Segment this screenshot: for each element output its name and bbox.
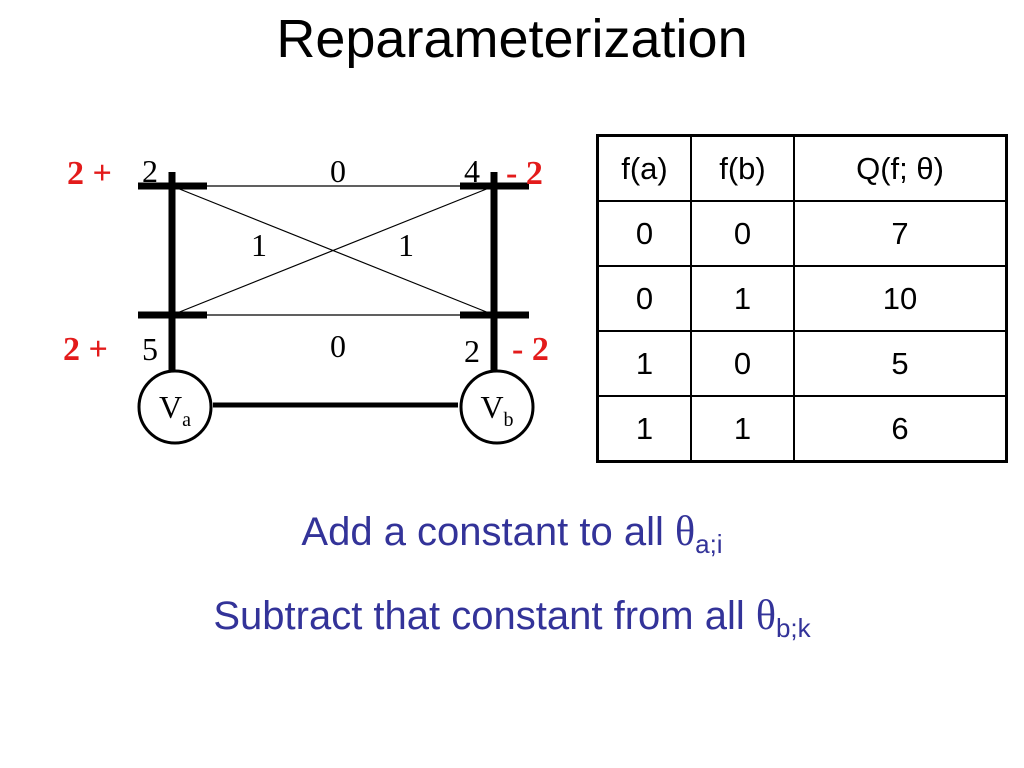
caption-add-constant: Add a constant to all θa;i — [0, 508, 1024, 560]
pairwise-cross-left: 1 — [251, 227, 267, 263]
table-cell: 1 — [596, 395, 692, 463]
theta-symbol: θ — [755, 593, 776, 639]
reparam-b-bottom: - 2 — [512, 331, 549, 368]
reparam-a-bottom: 2 + — [63, 331, 108, 368]
unary-b-top: 4 — [464, 153, 480, 189]
pairwise-cross-right: 1 — [398, 227, 414, 263]
table-cell: 5 — [793, 330, 1008, 397]
table-row: 1 0 5 — [596, 330, 1008, 397]
table-cell: 0 — [690, 200, 795, 267]
table-header-fb: f(b) — [690, 134, 795, 202]
pairwise-top: 0 — [330, 153, 346, 189]
reparam-b-top: - 2 — [506, 155, 543, 192]
theta-symbol: θ — [674, 509, 696, 555]
table-header-fa: f(a) — [596, 134, 692, 202]
caption-text: Add a constant to all — [301, 510, 675, 554]
table-cell: 1 — [690, 395, 795, 463]
table-cell: 0 — [690, 330, 795, 397]
energy-table: f(a) f(b) Q(f; θ) 0 0 7 0 1 10 1 0 5 1 1… — [596, 134, 1008, 463]
node-b-label: Vb — [480, 389, 513, 431]
table-cell: 1 — [596, 330, 692, 397]
unary-a-bottom: 5 — [142, 331, 158, 367]
slide-title: Reparameterization — [276, 9, 748, 69]
table-cell: 0 — [596, 265, 692, 332]
node-b-circle — [459, 369, 535, 445]
table-header-row: f(a) f(b) Q(f; θ) — [596, 134, 1008, 202]
table-header-q: Q(f; θ) — [793, 134, 1008, 202]
unary-b-bottom: 2 — [464, 333, 480, 369]
theta-subscript: a;i — [695, 529, 723, 559]
table-row: 1 1 6 — [596, 395, 1008, 463]
table-row: 0 0 7 — [596, 200, 1008, 267]
caption-text: Subtract that constant from all — [213, 594, 756, 638]
theta-subscript: b;k — [775, 613, 811, 643]
table-cell: 1 — [690, 265, 795, 332]
edge-cross-up — [171, 185, 495, 316]
unary-a-top: 2 — [142, 153, 158, 189]
table-cell: 0 — [596, 200, 692, 267]
reparam-a-top: 2 + — [67, 155, 112, 192]
caption-subtract-constant: Subtract that constant from all θb;k — [0, 592, 1024, 644]
table-cell: 7 — [793, 200, 1008, 267]
table-cell: 6 — [793, 395, 1008, 463]
pairwise-bottom: 0 — [330, 328, 346, 364]
node-a-circle — [137, 369, 213, 445]
node-a-label: Va — [159, 389, 191, 431]
table-cell: 10 — [793, 265, 1008, 332]
table-row: 0 1 10 — [596, 265, 1008, 332]
